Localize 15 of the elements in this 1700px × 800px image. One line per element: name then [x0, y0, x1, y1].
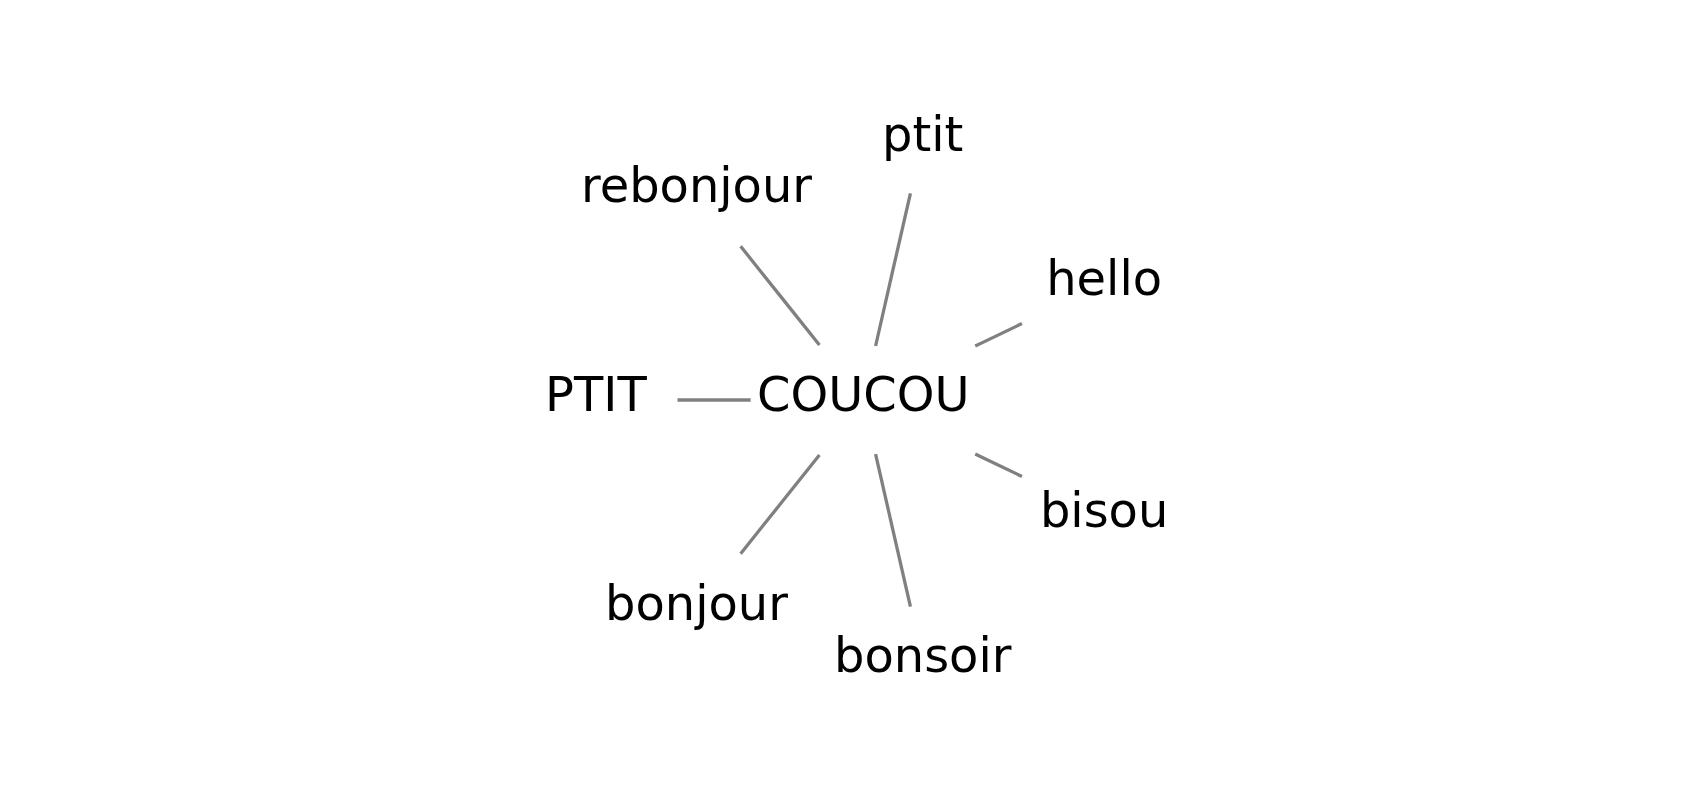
connector [739, 245, 821, 347]
connector [873, 453, 913, 608]
node-text: PTIT [545, 367, 647, 423]
node-text: COUCOU [756, 367, 970, 423]
connector [974, 452, 1023, 478]
node-text: rebonjour [581, 158, 812, 214]
connector [873, 192, 913, 347]
node-text: bonsoir [834, 628, 1012, 684]
connector [677, 398, 751, 402]
node-text: ptit [882, 106, 964, 162]
node-text: bisou [1039, 483, 1169, 539]
connector [974, 322, 1023, 348]
node-text: bonjour [605, 576, 788, 632]
node-text: hello [1046, 251, 1163, 307]
connector [739, 453, 821, 555]
